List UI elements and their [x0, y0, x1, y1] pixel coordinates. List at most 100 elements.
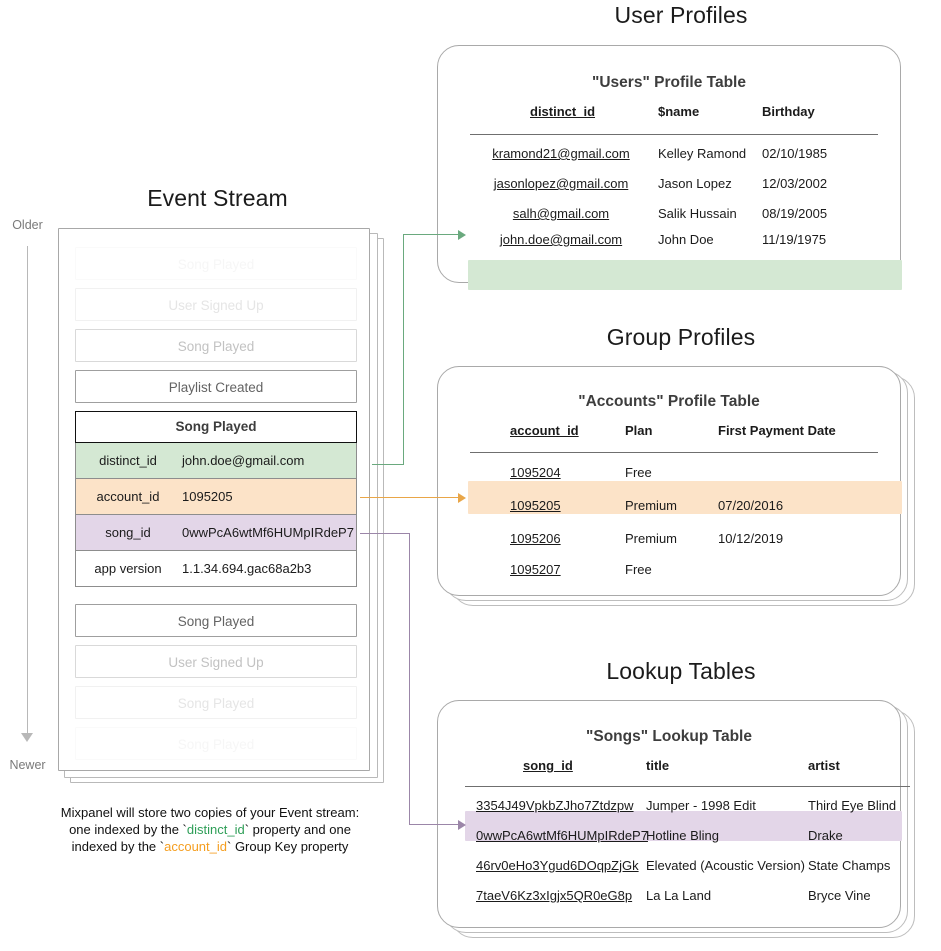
timeline-newer-label: Newer — [9, 758, 46, 772]
event-property-row-distinct-id: distinct_id john.doe@gmail.com — [75, 443, 357, 479]
property-key: song_id — [105, 525, 151, 540]
cell-account-id: 1095204 — [510, 465, 561, 480]
connector-arrowhead-orange — [458, 493, 466, 503]
cell-distinct-id: salh@gmail.com — [512, 206, 610, 221]
users-table-rule — [470, 134, 878, 136]
event-card-label: Song Played — [177, 339, 255, 354]
caption-token-account-id: account_id — [164, 839, 227, 854]
event-stream-panel: Song Played User Signed Up Song Played P… — [58, 228, 370, 771]
table-row[interactable]: kramond21@gmail.com Kelley Ramond 02/10/… — [438, 139, 902, 169]
event-card[interactable]: User Signed Up — [75, 645, 357, 678]
table-row-highlighted[interactable]: 0wwPcA6wtMf6HUMpIRdeP7 Hotline Bling Dra… — [438, 821, 902, 851]
connector-arrowhead-green — [458, 230, 466, 240]
cell-plan: Premium — [625, 531, 678, 546]
timeline-older-label: Older — [12, 218, 43, 232]
event-card[interactable]: Playlist Created — [75, 370, 357, 403]
property-value: john.doe@gmail.com — [182, 453, 305, 468]
songs-row-highlight — [465, 811, 902, 841]
column-header-distinct-id: distinct_id — [530, 104, 596, 119]
event-card[interactable]: User Signed Up — [75, 288, 357, 321]
event-stream-title: Event Stream — [147, 185, 288, 211]
event-card[interactable]: Song Played — [75, 686, 357, 719]
cell-song-id: 46rv0eHo3Ygud6DOqpZjGk — [476, 858, 639, 873]
cell-birthday: 12/03/2002 — [762, 176, 828, 191]
event-card-label: Playlist Created — [168, 380, 264, 395]
table-row-highlighted[interactable]: john.doe@gmail.com John Doe 11/19/1975 — [438, 225, 902, 255]
table-row[interactable]: 3354J49VpkbZJho7Ztdzpw Jumper - 1998 Edi… — [438, 791, 902, 821]
selected-event-name: Song Played — [75, 411, 357, 443]
cell-title: La La Land — [646, 888, 712, 903]
caption-line-2-post: ` property and one — [244, 822, 351, 837]
cell-distinct-id: jasonlopez@gmail.com — [493, 176, 629, 191]
event-property-row-song-id: song_id 0wwPcA6wtMf6HUMpIRdeP7 — [75, 515, 357, 551]
event-card[interactable]: Song Played — [75, 604, 357, 637]
songs-table-rule — [465, 786, 910, 788]
accounts-table-title: "Accounts" Profile Table — [578, 393, 760, 410]
event-card[interactable]: Song Played — [75, 727, 357, 760]
table-row[interactable]: salh@gmail.com Salik Hussain 08/19/2005 — [438, 199, 902, 229]
table-row[interactable]: 1095207 Free — [438, 555, 902, 586]
event-card[interactable]: Song Played — [75, 247, 357, 280]
accounts-table-rule — [470, 452, 878, 454]
selected-event-card[interactable]: Song Played distinct_id john.doe@gmail.c… — [75, 411, 357, 587]
cell-first-payment-date: 07/20/2016 — [718, 498, 784, 513]
cell-distinct-id: kramond21@gmail.com — [492, 146, 630, 161]
songs-table-header: song_id title artist — [438, 758, 902, 784]
column-header-plan: Plan — [625, 423, 653, 438]
cell-birthday: 08/19/2005 — [762, 206, 828, 221]
cell-plan: Free — [625, 562, 652, 577]
column-header-title: title — [646, 758, 670, 773]
timeline-arrow-icon — [21, 733, 33, 742]
cell-name: Salik Hussain — [658, 206, 737, 221]
property-key: account_id — [96, 489, 160, 504]
cell-song-id: 7taeV6Kz3xIgjx5QR0eG8p — [476, 888, 633, 903]
group-profiles-panel: "Accounts" Profile Table account_id Plan… — [437, 366, 902, 596]
cell-distinct-id: john.doe@gmail.com — [499, 232, 623, 247]
caption-line-2-pre: one indexed by the ` — [69, 822, 187, 837]
property-value: 1.1.34.694.gac68a2b3 — [182, 561, 312, 576]
lookup-tables-section-title: Lookup Tables — [606, 658, 756, 684]
column-header-account-id: account_id — [510, 423, 579, 438]
songs-table: song_id title artist 3354J49VpkbZJho7Ztd… — [438, 758, 910, 903]
cell-name: Jason Lopez — [658, 176, 732, 191]
table-row[interactable]: 1095204 Free — [438, 458, 902, 489]
event-stream-stack: Song Played User Signed Up Song Played P… — [58, 228, 384, 783]
table-row[interactable]: 46rv0eHo3Ygud6DOqpZjGk Elevated (Acousti… — [438, 851, 902, 881]
cell-song-id: 0wwPcA6wtMf6HUMpIRdeP7 — [476, 828, 648, 843]
users-table-title: "Users" Profile Table — [592, 74, 746, 91]
event-card[interactable]: Song Played — [75, 329, 357, 362]
table-row-highlighted[interactable]: 1095205 Premium 07/20/2016 — [438, 491, 902, 522]
user-profiles-section-title: User Profiles — [614, 2, 748, 28]
table-row[interactable]: jasonlopez@gmail.com Jason Lopez 12/03/2… — [438, 169, 902, 199]
table-row[interactable]: 7taeV6Kz3xIgjx5QR0eG8p La La Land Bryce … — [438, 881, 902, 911]
users-table-header: distinct_id $name Birthday — [438, 104, 902, 130]
songs-table-title: "Songs" Lookup Table — [586, 728, 752, 745]
lookup-tables-panel: "Songs" Lookup Table song_id title artis… — [437, 700, 910, 928]
cell-artist: Bryce Vine — [808, 888, 871, 903]
timeline-line — [27, 246, 28, 738]
cell-first-payment-date: 10/12/2019 — [718, 531, 784, 546]
cell-birthday: 02/10/1985 — [762, 146, 828, 161]
column-header-first-payment-date: First Payment Date — [718, 423, 836, 438]
event-stream-caption: Mixpanel will store two copies of your E… — [30, 804, 390, 855]
cell-title: Hotline Bling — [646, 828, 719, 843]
cell-birthday: 11/19/1975 — [762, 232, 827, 247]
user-profiles-panel-wrap: "Users" Profile Table distinct_id $name … — [437, 45, 917, 290]
property-key: app version — [94, 561, 162, 576]
cell-account-id: 1095205 — [510, 498, 561, 513]
cell-account-id: 1095207 — [510, 562, 561, 577]
cell-account-id: 1095206 — [510, 531, 561, 546]
property-key: distinct_id — [99, 453, 157, 468]
event-card-label: Song Played — [177, 614, 255, 629]
group-profiles-panel-wrap: "Accounts" Profile Table account_id Plan… — [437, 366, 923, 616]
table-row[interactable]: 1095206 Premium 10/12/2019 — [438, 524, 902, 555]
caption-line-3-post: ` Group Key property — [227, 839, 349, 854]
users-table: distinct_id $name Birthday kramond21@gma… — [438, 104, 902, 290]
timeline-axis: Older Newer — [0, 218, 55, 778]
cell-plan: Premium — [625, 498, 678, 513]
event-card-label: User Signed Up — [168, 655, 264, 670]
event-property-row-app-version: app version 1.1.34.694.gac68a2b3 — [75, 551, 357, 587]
event-card-label: User Signed Up — [168, 298, 264, 313]
lookup-tables-panel-wrap: "Songs" Lookup Table song_id title artis… — [437, 700, 923, 948]
cell-artist: State Champs — [808, 858, 891, 873]
